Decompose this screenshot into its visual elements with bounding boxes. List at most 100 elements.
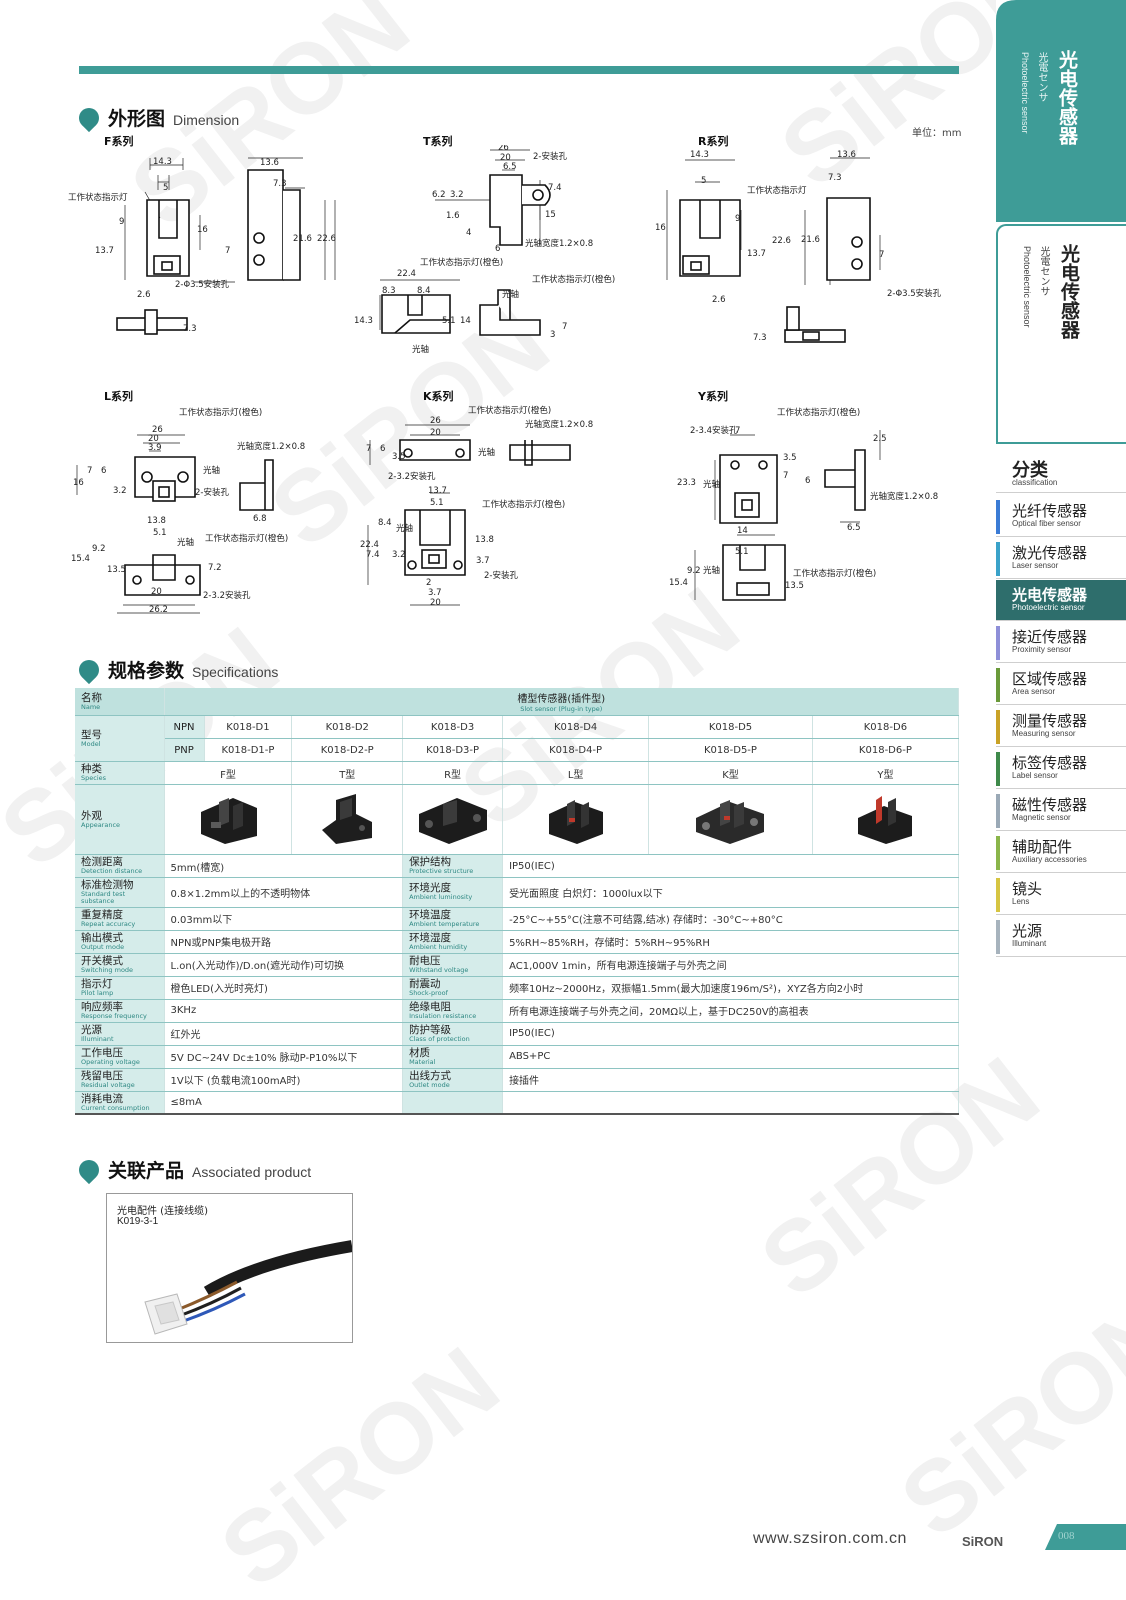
spec-label-en: Class of protection bbox=[409, 1034, 470, 1043]
spec-value-cell: ≤8mA bbox=[164, 1091, 404, 1116]
dim-label: 2.6 bbox=[712, 295, 726, 305]
section-title-en: Specifications bbox=[192, 664, 279, 680]
spec-label-zh: 出线方式 bbox=[409, 1069, 452, 1082]
dim-label: 13.7 bbox=[747, 249, 766, 259]
dim-label: 8.4 bbox=[417, 286, 431, 296]
section-title-en: Associated product bbox=[192, 1164, 312, 1180]
spec-label-zh: 指示灯 bbox=[81, 977, 113, 990]
associated-product-card[interactable]: 光电配件 (连接线缆) K019-3-1 bbox=[106, 1193, 353, 1343]
dim-note: 2-3.4安装孔 bbox=[690, 425, 738, 436]
spec-label-zh: 环境温度 bbox=[409, 908, 452, 921]
dim-note: 光轴宽度1.2×0.8 bbox=[870, 491, 938, 502]
sidebar-second-tab[interactable]: 光电传感器 光電センサ Photoelectric sensor bbox=[996, 224, 1126, 444]
spec-label-en: Standard test substance bbox=[81, 890, 126, 905]
watermark-text: SiRON bbox=[200, 1325, 520, 1600]
spec-value-cell: ABS+PC bbox=[502, 1045, 959, 1069]
page-number: 008 bbox=[1058, 1530, 1075, 1542]
sidebar-item-label: 光纤传感器 bbox=[1012, 502, 1088, 520]
dim-label: 13.8 bbox=[475, 535, 494, 545]
sidebar-item-label: 磁性传感器 bbox=[1012, 796, 1088, 814]
dim-note: 2-Φ3.5安装孔 bbox=[175, 279, 230, 290]
spec-species-cell: F型 bbox=[164, 761, 293, 785]
dim-label: 7.4 bbox=[548, 183, 562, 193]
dimension-drawing-y: 7 3.5 7 23.3 2.5 6 6.5 14 5.1 9.2 15.4 1… bbox=[669, 407, 938, 601]
sidebar-top-tab-bg bbox=[996, 0, 1126, 222]
spec-label-cell: 外观 Appearance bbox=[75, 784, 165, 855]
dim-label: 14.3 bbox=[690, 150, 709, 160]
dim-label: 6 bbox=[495, 244, 500, 254]
dim-label: 8.4 bbox=[378, 518, 392, 528]
section-title-cn: 关联产品 bbox=[108, 1160, 185, 1182]
dim-label: 3.2 bbox=[113, 486, 127, 496]
dim-label: 6.2 bbox=[432, 190, 446, 200]
spec-label-zh: 残留电压 bbox=[81, 1069, 123, 1082]
spec-value-cell: 5%RH~85%RH，存储时：5%RH~95%RH bbox=[502, 930, 959, 954]
spec-label-zh: 耐电压 bbox=[409, 954, 441, 967]
spec-label-en: Appearance bbox=[81, 820, 121, 829]
sidebar-item-color-bar bbox=[996, 500, 1000, 534]
dim-label: 7 bbox=[879, 250, 884, 260]
spec-label-zh: 重复精度 bbox=[81, 908, 123, 921]
dim-label: 22.4 bbox=[360, 540, 379, 550]
dim-note: 光轴 bbox=[203, 465, 220, 476]
sidebar-second-tab-jp: 光電センサ bbox=[1038, 246, 1049, 296]
sidebar-top-tab-en: Photoelectric sensor bbox=[1020, 52, 1030, 134]
spec-label-en: Model bbox=[81, 739, 101, 748]
dim-label: 7 bbox=[562, 322, 567, 332]
sidebar-item-color-bar bbox=[996, 920, 1000, 954]
dim-label: 5.1 bbox=[430, 498, 444, 508]
spec-value-cell: 所有电源连接端子与外壳之间，20MΩ以上，基于DC250V的高祖表 bbox=[502, 999, 959, 1023]
dim-label: 3.2 bbox=[392, 550, 406, 560]
dim-label: 13.6 bbox=[837, 150, 856, 160]
sidebar-second-tab-en: Photoelectric sensor bbox=[1022, 246, 1032, 328]
spec-label-en: Ambient temperature bbox=[409, 919, 480, 928]
spec-species-cell: K型 bbox=[648, 761, 813, 785]
spec-label-cell: 种类 Species bbox=[75, 761, 165, 785]
footer-website-link[interactable]: www.szsiron.com.cn bbox=[753, 1530, 907, 1547]
sidebar-top-tab[interactable]: 光电传感器 光電センサ Photoelectric sensor bbox=[996, 40, 1126, 210]
spec-value-cell: NPN或PNP集电极开路 bbox=[164, 930, 404, 954]
spec-value-cell: 橙色LED(入光时亮灯) bbox=[164, 976, 404, 1000]
sidebar-category-heading: 分类 classification bbox=[996, 452, 1126, 493]
spec-label-zh: 环境湿度 bbox=[409, 931, 452, 944]
spec-model-cell: K018-D2 bbox=[291, 715, 404, 739]
spec-label-en: Insulation resistance bbox=[409, 1011, 477, 1020]
specs-appearance-row: 外观 Appearance bbox=[75, 784, 960, 855]
series-y-label: Y系列 bbox=[698, 390, 728, 403]
sidebar-item-label: 测量传感器 bbox=[1012, 712, 1088, 730]
dim-label: 6 bbox=[101, 466, 106, 476]
dimension-drawing-l: 26 20 3.9 7 6 16 3.2 6.8 13.8 5.1 9.2 15… bbox=[71, 407, 305, 615]
spec-label-en: Residual voltage bbox=[81, 1080, 135, 1089]
dim-label: 2.6 bbox=[137, 290, 151, 300]
dim-label: 6 bbox=[380, 444, 385, 454]
dim-label: 3.5 bbox=[392, 452, 406, 462]
sidebar-item-color-bar bbox=[996, 836, 1000, 870]
sidebar-item-color-bar bbox=[996, 794, 1000, 828]
dim-label: 7.3 bbox=[828, 173, 842, 183]
sidebar-item-label: 光电传感器 bbox=[1012, 586, 1088, 604]
spec-label-en: Pilot lamp bbox=[81, 988, 114, 997]
spec-label-zh: 保护结构 bbox=[409, 856, 452, 869]
spec-value-cell: 5V DC~24V Dc±10% 脉动P-P10%以下 bbox=[164, 1045, 404, 1069]
spec-value-cell: 红外光 bbox=[164, 1022, 404, 1046]
sidebar-item-sublabel: Label sensor bbox=[1012, 771, 1058, 780]
spec-label-zh: 光源 bbox=[81, 1023, 102, 1036]
sidebar-item-label: 镜头 bbox=[1012, 880, 1043, 898]
product-r-photo bbox=[418, 798, 487, 844]
dim-label: 7 bbox=[225, 246, 230, 256]
